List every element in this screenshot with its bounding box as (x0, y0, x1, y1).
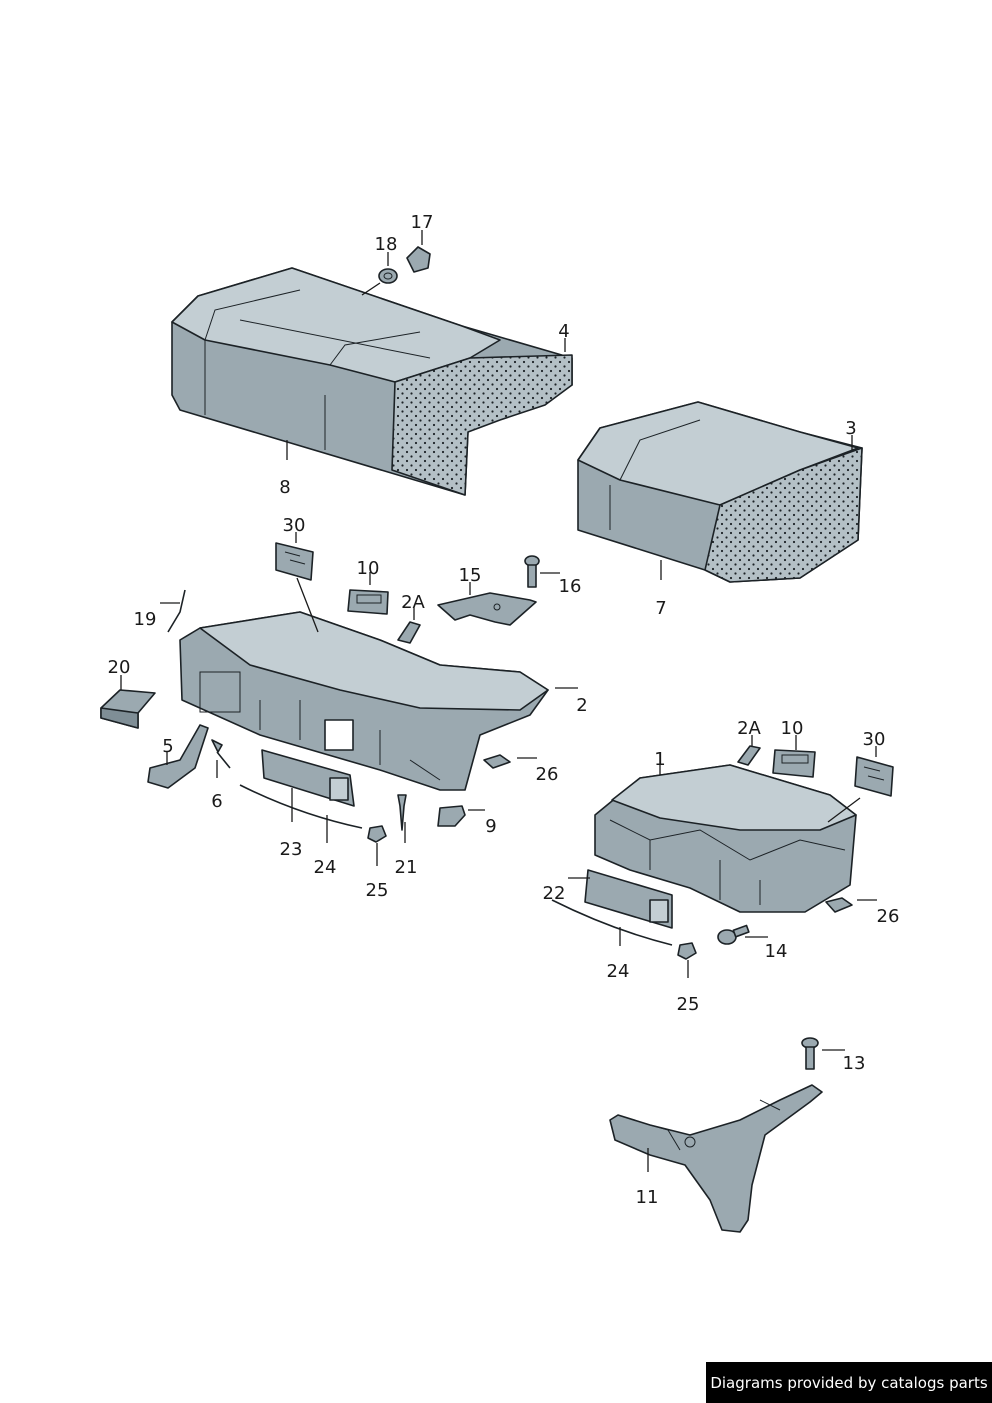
callout-11: 11 (636, 1187, 659, 1208)
callout-30-left: 30 (283, 515, 306, 536)
callout-25-left: 25 (366, 880, 389, 901)
seat-frame-2 (179, 611, 549, 791)
nut-25-left (367, 825, 387, 843)
callout-25-right: 25 (677, 994, 700, 1015)
callout-7: 7 (655, 598, 666, 619)
callout-10-right: 10 (781, 718, 804, 739)
label-plate-30-left (275, 542, 319, 633)
callouts: 17 18 4 8 3 7 30 10 2A 15 16 19 20 2 5 6… (108, 212, 900, 1208)
handle-10-left (347, 589, 389, 615)
panel-23 (261, 749, 355, 807)
wire-24-left (239, 784, 363, 829)
callout-23: 23 (280, 839, 303, 860)
callout-10-left: 10 (357, 558, 380, 579)
callout-26-left: 26 (536, 764, 559, 785)
attribution-badge: Diagrams provided by catalogs parts (706, 1362, 992, 1403)
callout-5: 5 (162, 736, 173, 757)
callout-17: 17 (411, 212, 434, 233)
cushion-clip-18 (361, 268, 398, 296)
wire-24-right (551, 899, 673, 946)
screw-16 (524, 555, 540, 588)
bolt-14 (717, 924, 750, 945)
seat-cushion-8 (171, 267, 573, 496)
clip-6 (211, 739, 231, 769)
cover-20 (100, 689, 156, 729)
panel-22 (584, 869, 673, 929)
callout-24-right: 24 (607, 961, 630, 982)
seat-frame-1 (594, 745, 857, 913)
callout-2a-right: 2A (737, 718, 761, 739)
pad-26-right (825, 897, 853, 913)
bracket-15 (437, 592, 537, 626)
callout-16: 16 (559, 576, 582, 597)
callout-21: 21 (395, 857, 418, 878)
callout-24-left: 24 (314, 857, 337, 878)
callout-14: 14 (765, 941, 788, 962)
attribution-text: Diagrams provided by catalogs parts (710, 1373, 988, 1392)
pad-26-left (483, 754, 511, 769)
callout-2a-left: 2A (401, 592, 425, 613)
callout-22: 22 (543, 883, 566, 904)
pin-21 (397, 794, 407, 831)
callout-19: 19 (134, 609, 157, 630)
callout-20: 20 (108, 657, 131, 678)
rod-19 (167, 589, 186, 633)
bolt-13 (801, 1037, 819, 1070)
bracket-11 (609, 1084, 823, 1233)
callout-1: 1 (654, 749, 665, 770)
nut-25-right (677, 942, 697, 960)
cushion-pin-17 (406, 246, 431, 273)
label-plate-30-right (827, 756, 894, 823)
callout-13: 13 (843, 1053, 866, 1074)
callout-2: 2 (576, 695, 587, 716)
callout-9: 9 (485, 816, 496, 837)
handle-10-right (772, 749, 816, 778)
callout-30-right: 30 (863, 729, 886, 750)
callout-26-right: 26 (877, 906, 900, 927)
callout-3: 3 (845, 418, 856, 439)
callout-15: 15 (459, 565, 482, 586)
seat-cushion-7 (577, 401, 863, 583)
callout-18: 18 (375, 234, 398, 255)
leader-lines (120, 230, 877, 1172)
callout-8: 8 (279, 477, 290, 498)
callout-6: 6 (211, 791, 222, 812)
callout-4: 4 (558, 321, 569, 342)
strap-5 (147, 724, 209, 789)
cap-9 (437, 805, 466, 827)
